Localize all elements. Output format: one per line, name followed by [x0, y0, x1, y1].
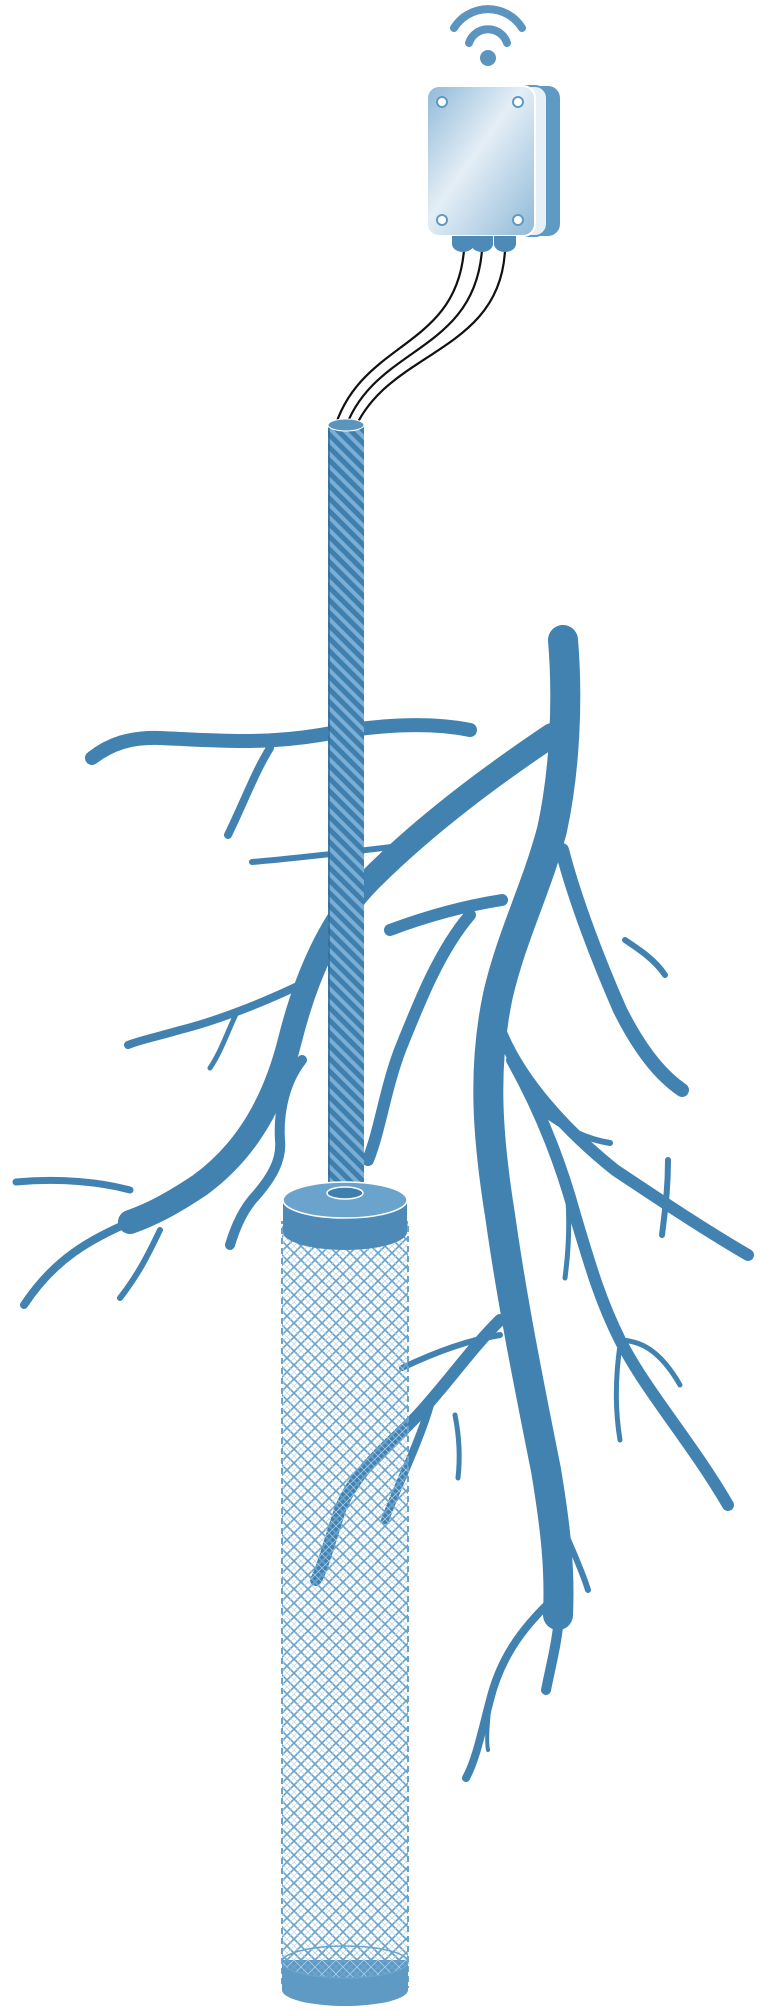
cable-gland-1: [452, 236, 474, 252]
root-branch-upper-left-tip: [24, 1222, 130, 1305]
cable-gland-2: [471, 236, 493, 252]
root-twig-left-low: [120, 1230, 160, 1298]
root-twig-lower-left-a: [402, 1335, 500, 1368]
sensor-enclosure: [427, 86, 560, 252]
root-twig-right-lower-2: [616, 1345, 620, 1440]
tube-body: [328, 425, 364, 1195]
root-twig-right-small: [625, 940, 665, 975]
mesh-probe: [282, 1182, 408, 2006]
root-branch-center-down: [368, 915, 470, 1160]
cable-1: [334, 250, 464, 430]
root-twig-right-lower-1: [565, 1200, 569, 1278]
wifi-icon: [454, 9, 522, 66]
wifi-dot: [480, 50, 496, 66]
enclosure-front: [427, 86, 535, 236]
sensor-tube: [328, 419, 364, 1195]
root-branch-top-left: [92, 725, 470, 758]
root-branch-center-left: [390, 900, 502, 930]
wifi-arc-inner: [469, 29, 507, 43]
cable-2: [344, 250, 482, 432]
root-twig-far-left: [16, 1180, 130, 1190]
screw-top-left: [437, 97, 447, 107]
wifi-arc-outer: [454, 9, 522, 28]
root-twig-lower-left-c: [455, 1415, 459, 1478]
root-twig-bottom-a: [487, 1700, 490, 1750]
tube-top-opening: [328, 419, 364, 431]
root-branch-bottom-left: [466, 1600, 552, 1778]
screw-top-right: [513, 97, 523, 107]
mesh-top-cap-bottom: [283, 1214, 407, 1250]
screw-bottom-left: [437, 215, 447, 225]
cable-gland-3: [494, 236, 516, 252]
root-twig-top-left-down: [228, 748, 270, 835]
signal-cables: [334, 250, 505, 433]
screw-bottom-right: [513, 215, 523, 225]
root-branch-right-long: [500, 1030, 748, 1255]
mesh-body: [282, 1222, 408, 1987]
